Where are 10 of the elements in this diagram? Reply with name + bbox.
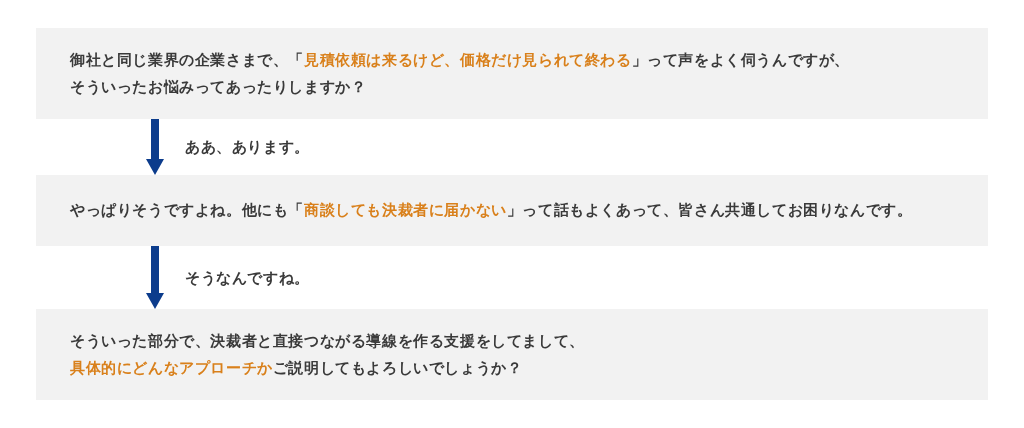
arrow [146,119,164,175]
dialogue-box [36,175,988,246]
dialogue-text: そういった部分で、決裁者と直接つながる導線を作る支援をしてまして、具体的にどんなアプローチかご説明してもよろしいでしょうか？ [70,330,586,379]
edge-label: ああ、あります。 [185,138,310,157]
arrow [146,246,164,309]
dialogue-text: やっぱりそうですよね。他にも「商談しても決裁者に届かない」って話もよくあって、皆さん共通してお困りなんです。 [70,200,914,221]
dialogue-box [36,309,988,400]
dialogue-text: 御社と同じ業界の企業さまで、「見積依頼は来るけど、価格だけ見られて終わる」って声をよく伺うんですが、そういったお悩みってあったりしますか？ [70,49,851,98]
edge-label: そうなんですね。 [185,268,310,288]
dialogue-box [36,28,988,119]
